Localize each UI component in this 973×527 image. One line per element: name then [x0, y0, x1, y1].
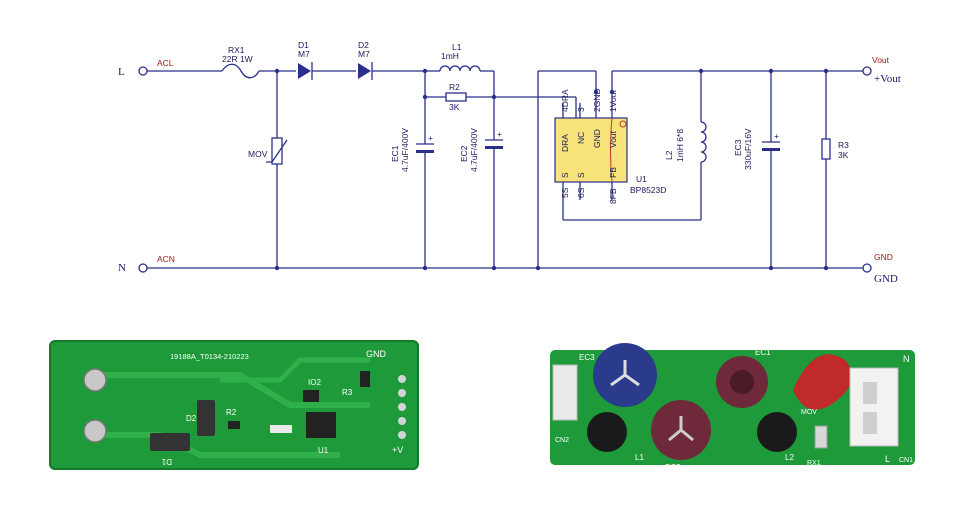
u1-inner-dra: DRA [560, 134, 570, 152]
inductor-l1: L1 1mH [439, 42, 481, 72]
l2-ref: L2 [664, 150, 674, 160]
ec3-value: 330uF/16V [743, 128, 753, 170]
u1-pin-6: 6S [576, 187, 586, 198]
rx1-value: 22R 1W [222, 54, 253, 64]
u1-ref: U1 [636, 174, 647, 184]
pcb-bottom-label-d1: D1 [161, 457, 172, 466]
r2-ref: R2 [449, 82, 460, 92]
pcb-top-label-ec2: EC2 [665, 463, 681, 472]
resistor-r2: R2 3K [445, 82, 467, 112]
pcb-bottom-silk-code: 19188A_T0134-210223 [170, 352, 249, 361]
terminal-gnd [862, 263, 872, 273]
pcb-bottom-label-r3: R3 [342, 388, 353, 397]
diode-d1: D1 M7 [298, 40, 313, 80]
u1-pin-4: 4DRA [560, 89, 570, 112]
u1-pin-5: 5S [560, 187, 570, 198]
svg-text:+: + [774, 131, 779, 141]
pcb-bottom-label-u1: U1 [318, 446, 329, 455]
ec1-value: 4.7uF/400V [400, 128, 410, 172]
r3-value: 3K [838, 150, 849, 160]
rx1-ref: RX1 [228, 45, 245, 55]
circuit-schematic: L ACL N ACN RX1 22R 1W D1 M7 D2 M7 L1 1m… [118, 40, 901, 285]
u1-pin-2: 2GND [592, 88, 602, 112]
d2-ref: D2 [358, 40, 369, 50]
ec2-ref: EC2 [459, 145, 469, 162]
diode-d2: D2 M7 [358, 40, 373, 80]
u1-pin-3: 3 [576, 107, 586, 112]
svg-text:+: + [428, 133, 433, 143]
capacitor-ec1: + EC1 4.7uF/400V [390, 128, 434, 172]
pcb-top-photo: CN2 EC3 L2 L1 EC2 EC1 MOV RX1 N L CN1 [550, 343, 915, 472]
varistor-mov: MOV [248, 137, 288, 165]
terminal-l-label: L [118, 66, 125, 78]
u1-part: BP8523D [630, 185, 666, 195]
u1-pin-8: 8FB [608, 188, 618, 204]
terminal-l [138, 66, 148, 76]
l1-ref: L1 [452, 42, 462, 52]
chip-u1 [554, 117, 628, 183]
u1-inner-vout: Vout [608, 130, 618, 148]
l1-value: 1mH [441, 51, 459, 61]
pcb-top-label-mov: MOV [801, 409, 817, 416]
terminal-gnd-label: GND [874, 273, 898, 285]
capacitor-ec2: + EC2 4.7uF/400V [459, 128, 503, 172]
u1-inner-nc: NC [576, 132, 586, 144]
svg-text:+: + [497, 129, 502, 139]
net-vout-label: Vout [872, 55, 890, 65]
pcb-bottom-label-r2: R2 [226, 408, 237, 417]
r3-ref: R3 [838, 140, 849, 150]
ec2-value: 4.7uF/400V [469, 128, 479, 172]
mov-ref: MOV [248, 149, 268, 159]
pcb-bottom-label-vplus: +V [392, 445, 403, 455]
pcb-top-label-rx1: RX1 [807, 460, 821, 467]
pcb-top-label-ec3: EC3 [579, 353, 595, 362]
d1-ref: D1 [298, 40, 309, 50]
pcb-top-label-cn2: CN2 [555, 437, 569, 444]
pcb-top-label-l: L [885, 454, 890, 464]
terminal-vout-label: +Vout [874, 73, 901, 85]
net-gnd-label: GND [874, 252, 893, 262]
terminal-n [138, 263, 148, 273]
pcb-top-label-l1: L1 [635, 453, 644, 462]
u1-inner-s2: S [576, 172, 586, 178]
u1-inner-s1: S [560, 172, 570, 178]
net-acn-label: ACN [157, 254, 175, 264]
u1-inner-fb: FB [608, 167, 618, 178]
l2-value: 1mH 6*8 [675, 129, 685, 162]
inductor-l2: L2 1mH 6*8 [664, 121, 707, 163]
r2-value: 3K [449, 102, 460, 112]
u1-pin-1: 1Vout [608, 90, 618, 112]
resistor-r3: R3 3K [821, 138, 849, 160]
pcb-bottom-label-d2: D2 [186, 414, 197, 423]
d2-value: M7 [358, 49, 370, 59]
terminal-vout [862, 66, 872, 76]
d1-value: M7 [298, 49, 310, 59]
pcb-top-label-ec1: EC1 [755, 348, 771, 357]
pcb-top-label-l2: L2 [785, 453, 794, 462]
fuse-rx1: RX1 22R 1W [221, 45, 260, 79]
u1-inner-gnd: GND [592, 129, 602, 148]
pcb-bottom-photo: D1 D2 R2 U1 IO2 R3 GND +V 19188A_T0134-2… [49, 340, 419, 470]
terminal-n-label: N [118, 262, 126, 274]
ec3-ref: EC3 [733, 139, 743, 156]
pcb-bottom-label-io2: IO2 [308, 378, 321, 387]
pcb-top-label-cn1: CN1 [899, 457, 913, 464]
pcb-top-label-n: N [903, 354, 910, 364]
capacitor-ec3: + EC3 330uF/16V [733, 128, 780, 170]
net-acl-label: ACL [157, 58, 174, 68]
ec1-ref: EC1 [390, 145, 400, 162]
pcb-bottom-label-gnd: GND [366, 349, 387, 359]
